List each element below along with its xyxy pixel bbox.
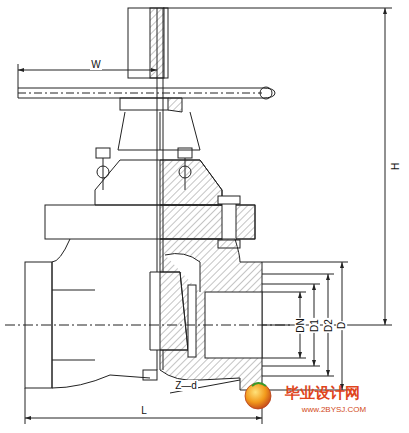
dimension-label: L	[140, 405, 148, 416]
watermark: 毕业设计网	[284, 385, 361, 402]
dimension-label: Z—d	[174, 380, 198, 391]
dimension-label: D1	[308, 318, 319, 333]
watermark: www.2BYSJ.COM	[301, 406, 367, 415]
dimension-label: DN	[294, 317, 305, 333]
dimension-label: H	[390, 161, 401, 170]
dimension-label: W	[90, 59, 101, 70]
dimension-label: D2	[322, 318, 333, 333]
dimension-label: D	[336, 320, 347, 329]
